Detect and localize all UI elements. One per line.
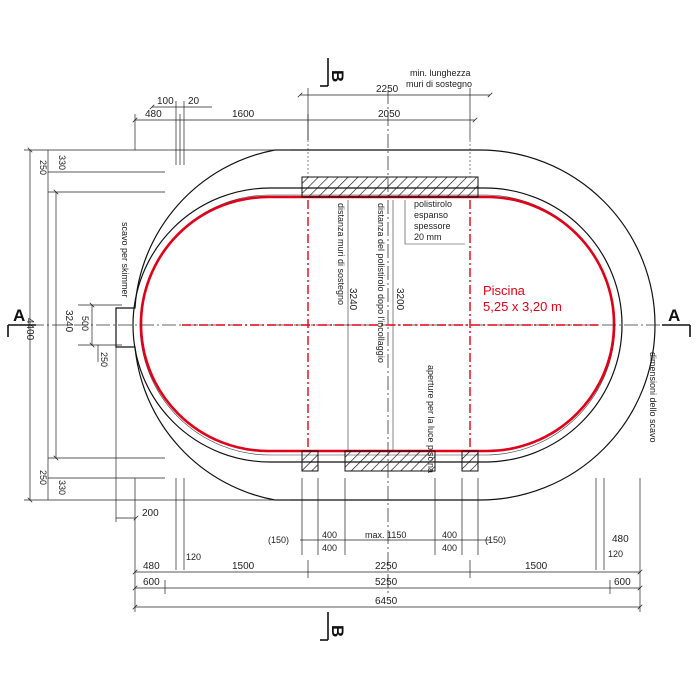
section-label: B (328, 625, 347, 637)
dim-label: 400 (322, 530, 337, 540)
dim-label: 480 (143, 561, 160, 572)
section-b-bottom: B (320, 612, 347, 641)
section-b-top: B (320, 58, 347, 87)
note-walls-distance: distanza muri di sostegno (336, 203, 346, 305)
dim-bottom-small: 120 120 480 (175, 478, 629, 570)
dim-top-row: 480 1600 2050 (132, 109, 478, 165)
note-light-openings: aperture per la luce piscina (426, 365, 436, 473)
note-excavation: dimensioni dello scavo (648, 352, 658, 443)
support-block-bottom-right (461, 450, 479, 472)
support-wall-bottom (344, 450, 436, 472)
dim-label: (150) (485, 535, 506, 545)
dim-label: 100 (157, 96, 174, 107)
dim-label: max. 1150 (365, 530, 406, 540)
dim-label: 6450 (375, 596, 398, 607)
dim-label: 3240 (347, 288, 358, 311)
section-label: A (13, 306, 25, 325)
dim-label: 500 (80, 316, 90, 331)
dim-label: 1600 (232, 109, 255, 120)
note-polystyrene: polistirolo (414, 199, 452, 209)
dim-label: 600 (143, 577, 160, 588)
dim-top-100-20: 100 20 (149, 96, 212, 165)
dim-label: 330 (57, 480, 67, 495)
dim-label: 1500 (525, 561, 548, 572)
dim-label: 120 (608, 549, 623, 559)
note-polystyrene: 20 mm (414, 232, 442, 242)
polystyrene-leader (404, 200, 465, 245)
dim-label: 4400 (24, 318, 35, 341)
pool-size: 5,25 x 3,20 m (483, 299, 562, 314)
excavation-outline (115, 149, 656, 501)
note-min-length: muri di sostegno (406, 79, 472, 89)
dim-bottom-6450: 6450 (132, 596, 643, 610)
dim-label: (150) (268, 535, 289, 545)
support-block-bottom-left (301, 450, 319, 472)
section-label: B (328, 70, 347, 82)
dim-label: 480 (145, 109, 162, 120)
dim-label: 2050 (378, 109, 401, 120)
dim-label: 330 (57, 155, 67, 170)
dim-label: 1500 (232, 561, 255, 572)
dim-label: 2250 (375, 561, 398, 572)
dim-label: 400 (322, 543, 337, 553)
dim-bottom-row1: 480 1500 2250 1500 (132, 478, 643, 612)
dim-label: 250 (99, 352, 109, 367)
dim-left-stack: 330 250 3240 250 330 (38, 150, 165, 500)
dim-label: 2250 (376, 84, 399, 95)
dim-label: 250 (38, 160, 48, 175)
note-min-length: min. lunghezza (410, 68, 471, 78)
note-polystyrene: spessore (414, 221, 451, 231)
dim-bottom-200: 200 (115, 347, 159, 522)
dim-label: 200 (142, 508, 159, 519)
dim-bottom-row2: 600 5250 600 (132, 577, 643, 594)
dim-label: 600 (614, 577, 631, 588)
dim-label: 120 (186, 552, 201, 562)
dim-label: 250 (38, 470, 48, 485)
dim-label: 3200 (394, 288, 405, 311)
support-wall-top (301, 176, 479, 198)
pool-name: Piscina (483, 283, 526, 298)
note-skimmer: scavo per skimmer (120, 222, 130, 298)
dim-label: 400 (442, 530, 457, 540)
section-a-right: A (662, 306, 691, 337)
dim-left-skimmer: 500 250 (78, 302, 122, 367)
dim-label: 20 (188, 96, 200, 107)
dim-bottom-openings: (150) 400 400 max. 1150 400 400 (150) (268, 478, 506, 555)
retaining-wall-inner (132, 187, 623, 463)
dim-left-4400: 4400 (24, 147, 290, 503)
dim-label: 5250 (375, 577, 398, 588)
pool-outline (139, 195, 616, 453)
dim-label: 400 (442, 543, 457, 553)
note-polystyrene-distance: distanza del polistirolo dopo l'incollag… (376, 203, 386, 363)
section-label: A (668, 306, 680, 325)
dim-label: 3240 (63, 310, 74, 333)
note-polystyrene: espanso (414, 210, 448, 220)
dim-label: 480 (612, 534, 629, 545)
